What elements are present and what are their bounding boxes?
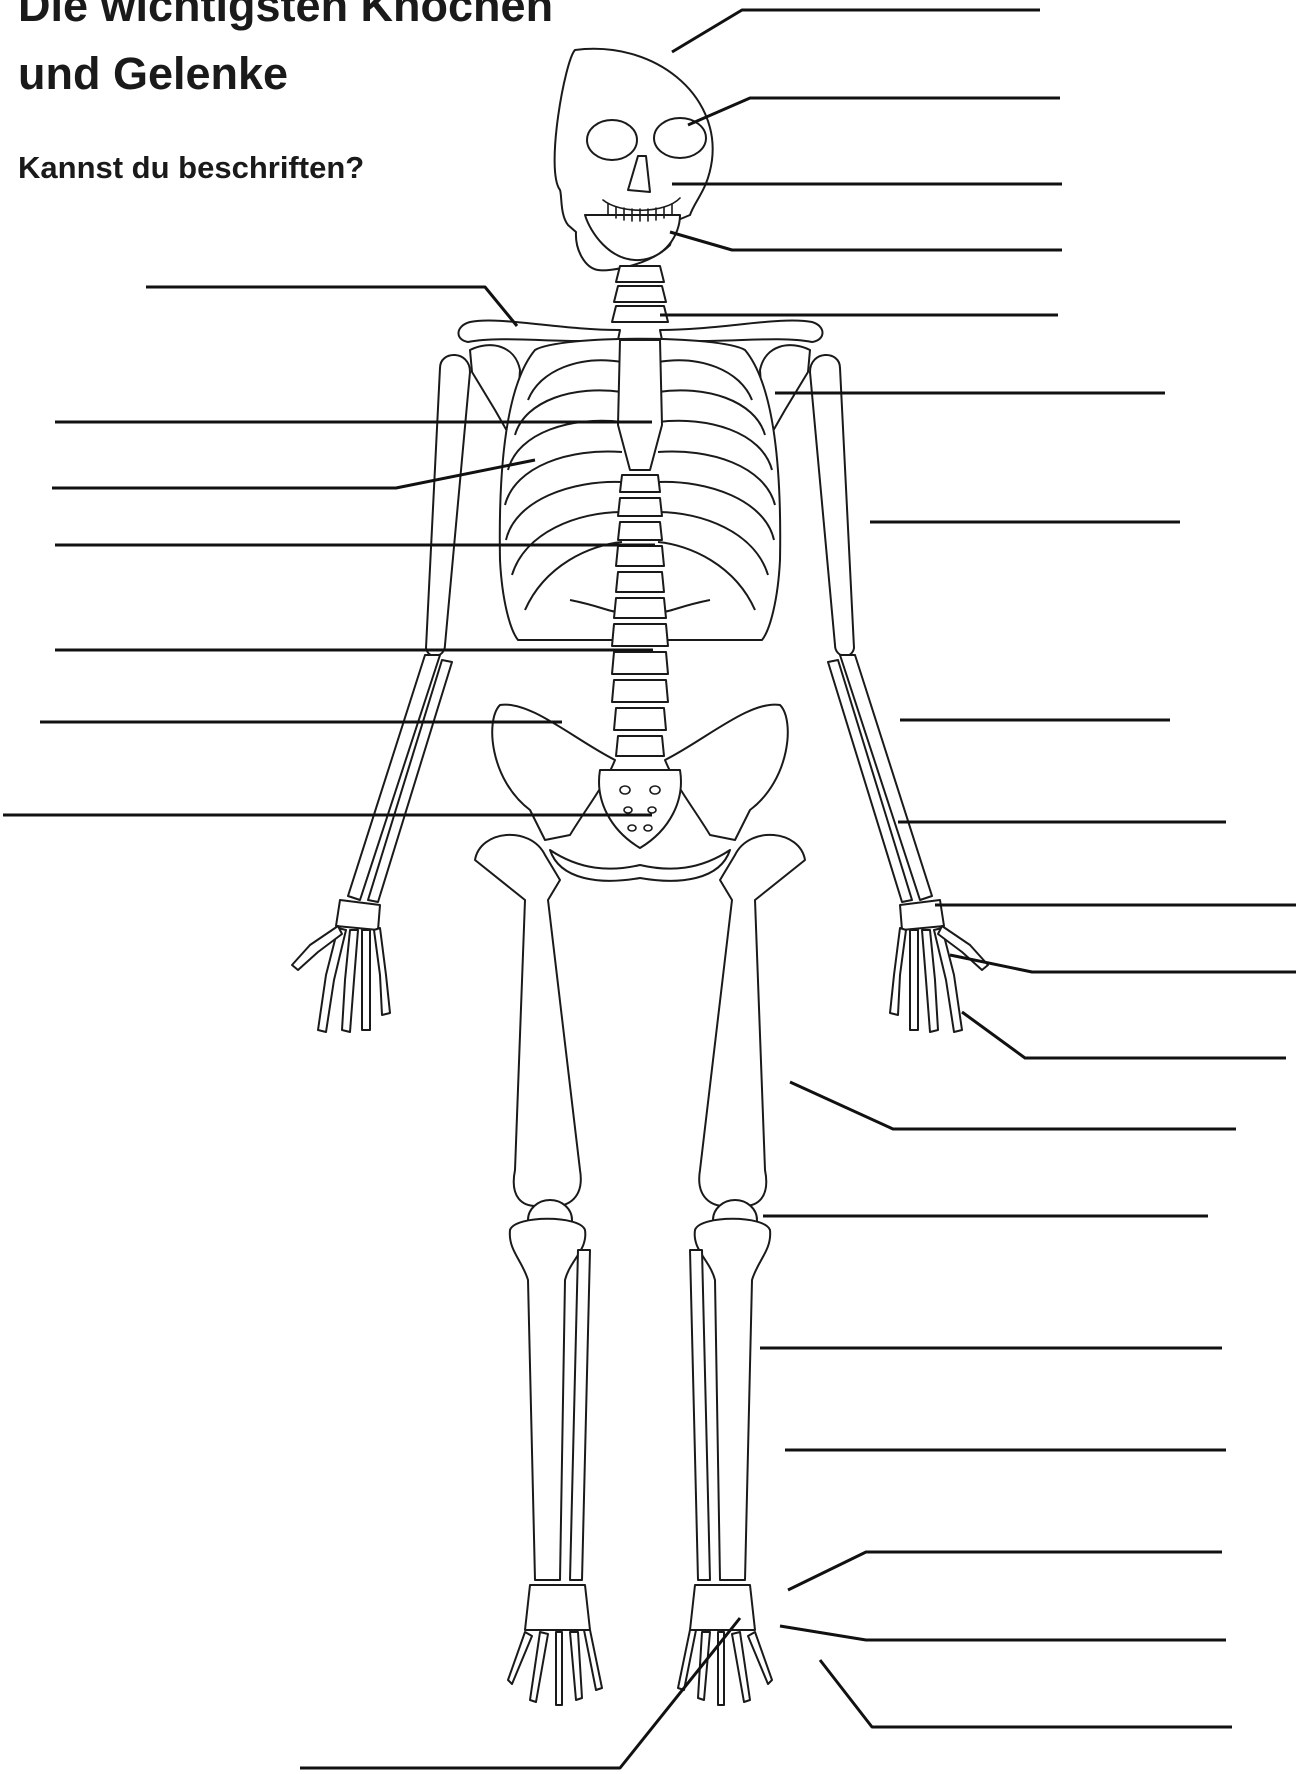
left-ulna bbox=[368, 660, 452, 902]
left-clavicle bbox=[458, 321, 620, 342]
left-humerus bbox=[426, 355, 470, 656]
answer-line[interactable] bbox=[820, 1660, 1232, 1727]
cervical-vertebrae bbox=[612, 266, 668, 322]
left-fibula bbox=[570, 1250, 590, 1580]
left-carpals bbox=[336, 900, 380, 930]
sternum bbox=[618, 340, 662, 470]
answer-line[interactable] bbox=[962, 1012, 1286, 1058]
right-fibula bbox=[690, 1250, 710, 1580]
sacrum bbox=[599, 770, 681, 848]
right-femur bbox=[699, 835, 805, 1206]
answer-line[interactable] bbox=[672, 10, 1040, 52]
right-radius bbox=[840, 655, 932, 900]
right-clavicle bbox=[660, 321, 823, 342]
right-leg bbox=[678, 835, 805, 1705]
answer-line[interactable] bbox=[670, 232, 1062, 250]
answer-line[interactable] bbox=[300, 1618, 740, 1768]
answer-line[interactable] bbox=[790, 1082, 1236, 1129]
left-femur bbox=[475, 835, 581, 1206]
answer-line[interactable] bbox=[788, 1552, 1222, 1590]
skeleton-illustration bbox=[292, 49, 988, 1705]
right-ulna bbox=[828, 660, 912, 902]
answer-line[interactable] bbox=[950, 955, 1296, 972]
answer-line[interactable] bbox=[780, 1626, 1226, 1640]
right-humerus bbox=[810, 355, 854, 656]
answer-line[interactable] bbox=[146, 287, 517, 326]
right-arm bbox=[810, 355, 988, 1032]
left-arm bbox=[292, 355, 470, 1032]
answer-line[interactable] bbox=[688, 98, 1060, 125]
left-leg bbox=[475, 835, 602, 1705]
left-radius bbox=[348, 655, 440, 900]
